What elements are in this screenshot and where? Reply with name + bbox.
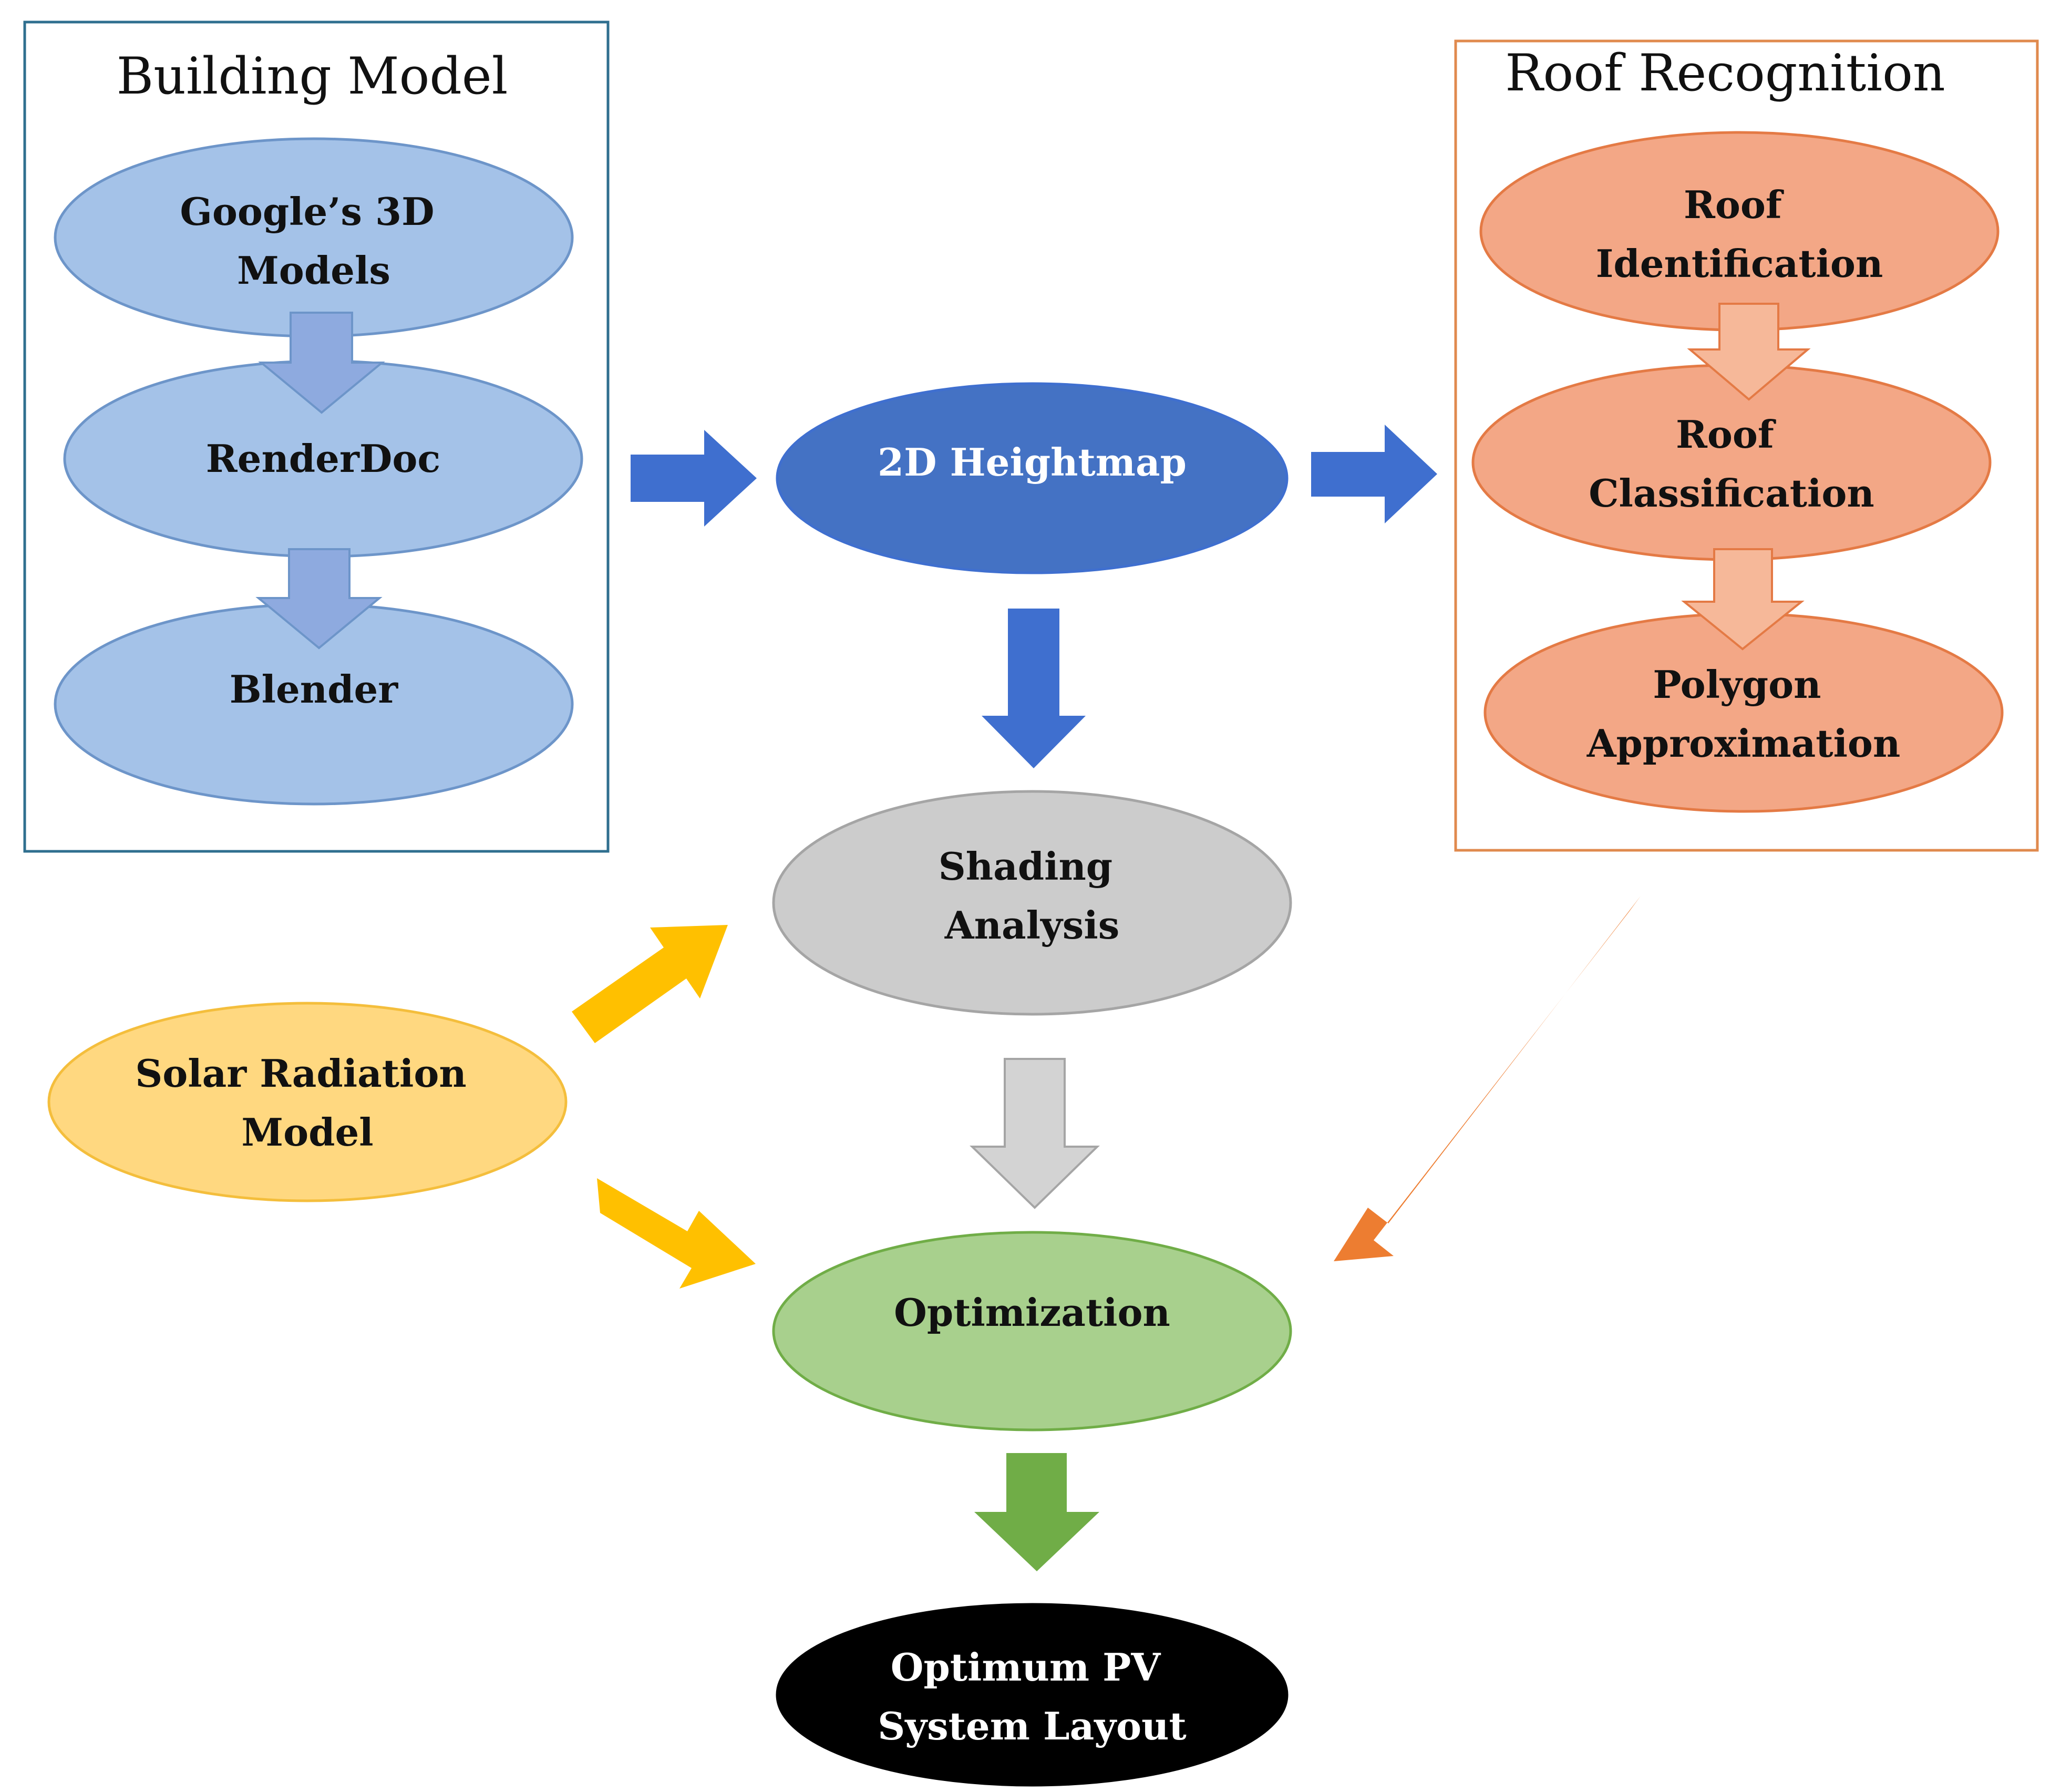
blender-line-1: Blender bbox=[230, 667, 399, 712]
node-renderdoc: RenderDoc bbox=[63, 359, 583, 558]
node-polygon-approximation: Polygon Approximation bbox=[1483, 612, 2004, 813]
roof-to-optimization-arrow bbox=[1334, 896, 1641, 1261]
classification-to-polygon-arrow-overlay bbox=[1681, 548, 1805, 651]
heightmap-line-1: 2D Heightmap bbox=[878, 440, 1187, 485]
optimum-layout-line-1: Optimum PV bbox=[891, 1645, 1161, 1690]
building-to-heightmap-arrow bbox=[631, 430, 757, 527]
node-shading-analysis: Shading Analysis bbox=[772, 790, 1292, 1016]
google-models-label: Google’s 3D Models bbox=[180, 189, 447, 293]
node-heightmap: 2D Heightmap bbox=[776, 382, 1289, 574]
roof-classification-line-2: Classification bbox=[1589, 471, 1874, 516]
renderdoc-label: RenderDoc bbox=[206, 436, 440, 481]
identification-to-classification-arrow-overlay bbox=[1687, 303, 1811, 401]
solar-radiation-line-1: Solar Radiation bbox=[135, 1051, 467, 1096]
node-google-models: Google’s 3D Models bbox=[54, 137, 574, 338]
optimum-layout-label: Optimum PV System Layout bbox=[878, 1645, 1186, 1748]
building-model-title: Building Model bbox=[117, 47, 508, 106]
roof-recognition-title: Roof Recognition bbox=[1505, 44, 1945, 102]
shading-analysis-line-1: Shading bbox=[939, 844, 1112, 889]
shading-analysis-label: Shading Analysis bbox=[939, 844, 1126, 948]
heightmap-label: 2D Heightmap bbox=[878, 440, 1187, 485]
blender-label: Blender bbox=[230, 667, 399, 712]
solar-radiation-line-2: Model bbox=[241, 1110, 373, 1155]
polygon-approximation-line-2: Approximation bbox=[1586, 721, 1901, 766]
heightmap-to-shading-arrow bbox=[982, 609, 1086, 768]
google-models-line-1: Google’s 3D bbox=[180, 189, 434, 234]
node-blender: Blender bbox=[54, 603, 574, 806]
optimization-label: Optimization bbox=[894, 1290, 1170, 1335]
solar-to-optimization-arrow bbox=[597, 1178, 756, 1289]
renderdoc-line-1: RenderDoc bbox=[206, 436, 440, 481]
polygon-approximation-line-1: Polygon bbox=[1653, 662, 1821, 707]
node-roof-identification: Roof Identification bbox=[1479, 131, 2000, 332]
roof-identification-label: Roof Identification bbox=[1596, 182, 1883, 286]
node-solar-radiation: Solar Radiation Model bbox=[47, 1002, 568, 1202]
roof-recognition-frame bbox=[1454, 39, 2039, 852]
polygon-approximation-label: Polygon Approximation bbox=[1586, 662, 1901, 766]
roof-identification-line-2: Identification bbox=[1596, 241, 1883, 286]
shading-analysis-line-2: Analysis bbox=[944, 903, 1119, 948]
renderdoc-to-blender-arrow-overlay bbox=[255, 548, 383, 650]
roof-classification-line-1: Roof bbox=[1676, 412, 1776, 457]
roof-classification-label: Roof Classification bbox=[1589, 412, 1874, 516]
google-to-renderdoc-arrow-overlay bbox=[258, 312, 385, 414]
node-optimization: Optimization bbox=[772, 1231, 1292, 1431]
optimum-layout-line-2: System Layout bbox=[878, 1704, 1186, 1748]
optimization-line-1: Optimization bbox=[894, 1290, 1170, 1335]
node-optimum-layout: Optimum PV System Layout bbox=[776, 1603, 1289, 1787]
shading-to-optimization-arrow bbox=[970, 1058, 1100, 1209]
roof-identification-line-1: Roof bbox=[1684, 182, 1784, 227]
optimization-to-layout-arrow bbox=[974, 1453, 1099, 1571]
solar-radiation-label: Solar Radiation Model bbox=[135, 1051, 480, 1155]
solar-to-shading-arrow bbox=[572, 925, 728, 1043]
google-models-line-2: Models bbox=[237, 248, 390, 293]
heightmap-to-roof-arrow bbox=[1311, 425, 1437, 523]
node-roof-classification: Roof Classification bbox=[1471, 364, 1992, 561]
building-model-frame bbox=[23, 20, 610, 853]
